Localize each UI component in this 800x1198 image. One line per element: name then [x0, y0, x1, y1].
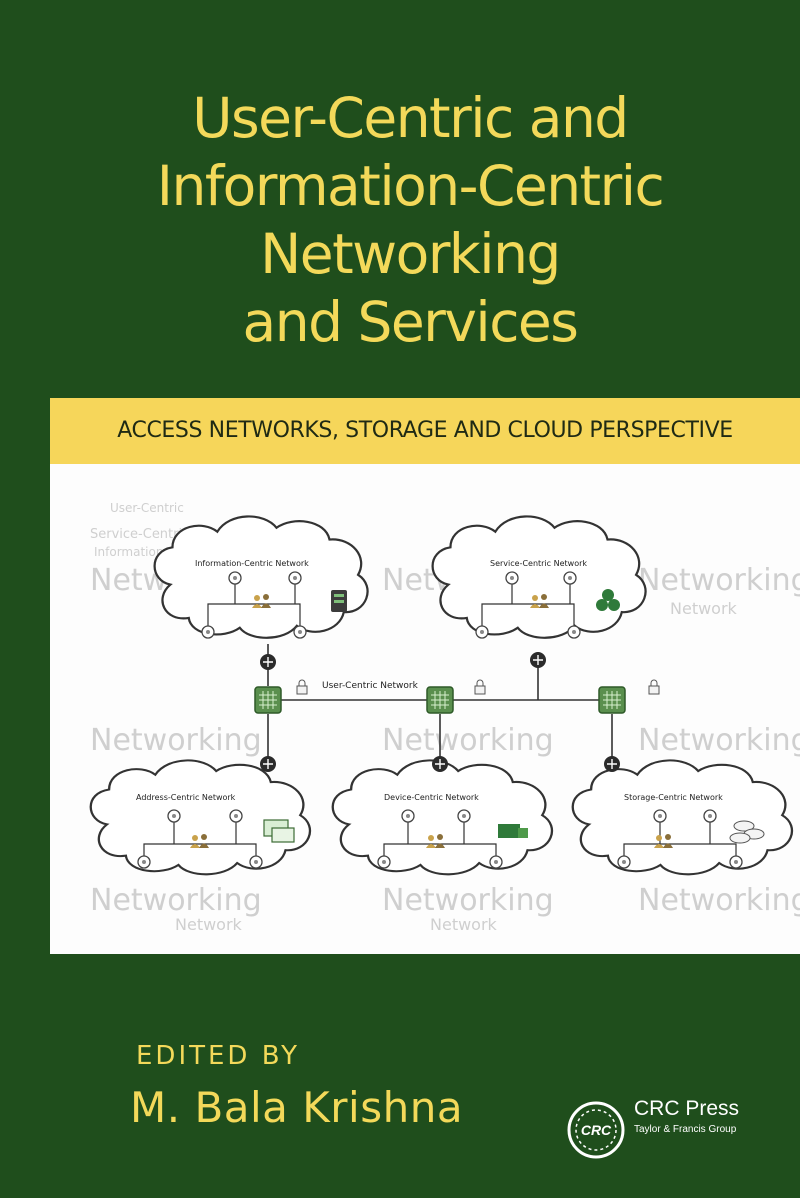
watermark-big: Networking	[638, 883, 800, 918]
network-diagram: User-Centric Service-Centric Information…	[89, 501, 800, 934]
storage-icon	[729, 820, 765, 844]
watermark-big: Networking	[638, 723, 800, 758]
cloud-storage-centric	[571, 759, 794, 876]
cloud-information-centric	[153, 515, 369, 639]
backbone-label: User-Centric Network	[322, 681, 419, 691]
title-line-2: Information-Centric	[156, 154, 665, 218]
edited-by-label: EDITED BY	[136, 1041, 301, 1071]
cloud-label: Address-Centric Network	[136, 793, 236, 802]
watermark-big: Networking	[90, 723, 262, 758]
cloud-label: Storage-Centric Network	[624, 793, 723, 802]
title-line-1: User-Centric and	[192, 86, 629, 150]
cloud-service-centric	[431, 515, 647, 639]
title-line-4: and Services	[242, 290, 579, 354]
network-illustration: User-Centric Service-Centric Information…	[50, 464, 800, 954]
publisher-name: CRC Press	[634, 1097, 740, 1120]
cloud-label: Information-Centric Network	[195, 559, 309, 568]
watermark-small: Network	[670, 599, 738, 618]
watermark: User-Centric Service-Centric Information…	[90, 501, 800, 934]
service-icon	[596, 589, 620, 611]
title-line-3: Networking	[260, 222, 561, 286]
device-icon	[498, 824, 528, 838]
editor-name: M. Bala Krishna	[130, 1083, 464, 1132]
watermark-big: Networking	[382, 723, 554, 758]
crc-logo-icon: CRC	[567, 1101, 625, 1159]
watermark-big: Networking	[638, 563, 800, 598]
watermark-small: Network	[430, 915, 498, 934]
watermark-big: Networking	[90, 883, 262, 918]
subtitle: ACCESS NETWORKS, STORAGE AND CLOUD PERSP…	[117, 418, 733, 443]
watermark-big: Networking	[382, 883, 554, 918]
publisher-group: Taylor & Francis Group	[634, 1124, 737, 1135]
watermark-small: Network	[175, 915, 243, 934]
subtitle-band: ACCESS NETWORKS, STORAGE AND CLOUD PERSP…	[50, 398, 800, 464]
cloud-label: Service-Centric Network	[490, 559, 587, 568]
cloud-label: Device-Centric Network	[384, 793, 479, 802]
crc-logo-text: CRC	[581, 1122, 612, 1138]
monitor-icon	[263, 819, 295, 843]
cloud-address-centric	[89, 759, 312, 876]
server-icon	[331, 590, 347, 612]
book-title: User-Centric and Information-Centric Net…	[60, 84, 760, 356]
watermark-line: Service-Centric	[90, 527, 189, 542]
cloud-device-centric	[331, 759, 554, 876]
watermark-line: User-Centric	[110, 501, 184, 515]
